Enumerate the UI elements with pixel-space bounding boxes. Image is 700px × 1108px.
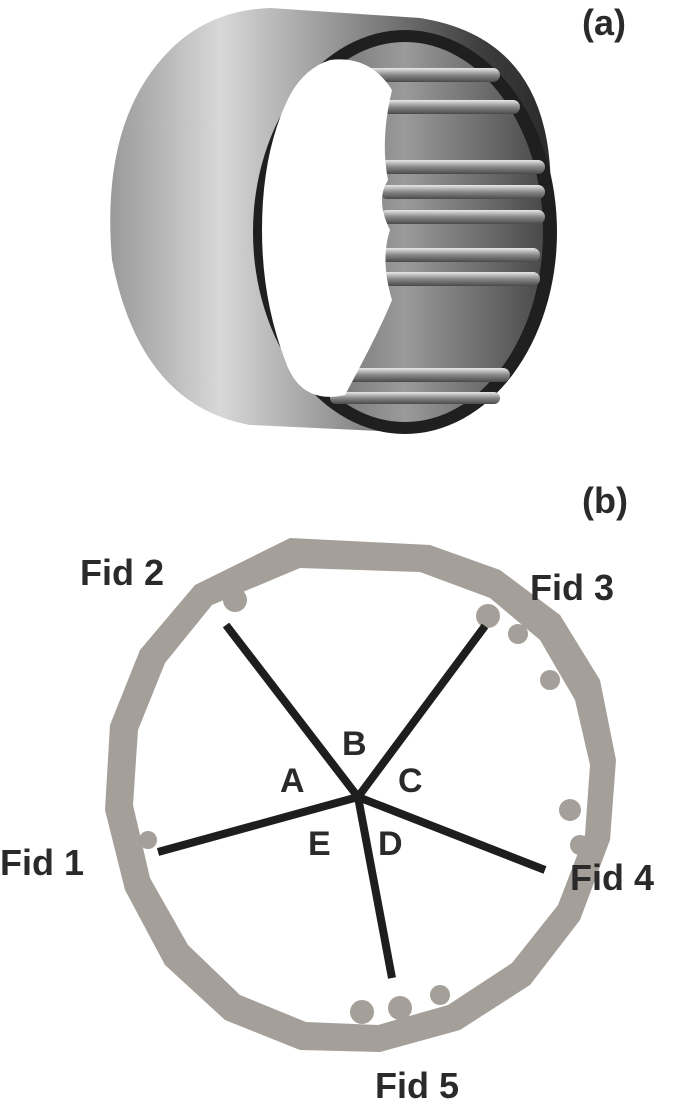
cross-section-diagram: Fid 1 Fid 2 Fid 3 Fid 4 Fid 5 A B C D E	[0, 538, 654, 1106]
label-segment-a: A	[280, 762, 305, 800]
label-fid-5: Fid 5	[375, 1065, 459, 1106]
spoke-fid4	[356, 793, 547, 874]
cylinder-3d-illustration	[110, 8, 557, 434]
cylinder-inner-ridges	[330, 68, 545, 404]
cylinder-opening	[262, 59, 392, 397]
spoke-lines	[156, 622, 547, 979]
panel-label-a: (a)	[582, 2, 626, 43]
label-segment-d: D	[378, 825, 403, 863]
label-segment-c: C	[398, 762, 423, 800]
label-segment-e: E	[308, 825, 331, 863]
label-segment-b: B	[342, 725, 367, 763]
spoke-fid3	[354, 623, 489, 800]
spoke-fid1	[156, 793, 360, 856]
section-bumps	[139, 588, 590, 1024]
panel-label-b: (b)	[582, 480, 628, 521]
spoke-fid2	[222, 622, 362, 800]
spoke-fid5	[354, 796, 396, 979]
label-fid-3: Fid 3	[530, 567, 614, 608]
label-fid-4: Fid 4	[570, 857, 654, 898]
label-fid-2: Fid 2	[80, 552, 164, 593]
label-fid-1: Fid 1	[0, 842, 84, 883]
